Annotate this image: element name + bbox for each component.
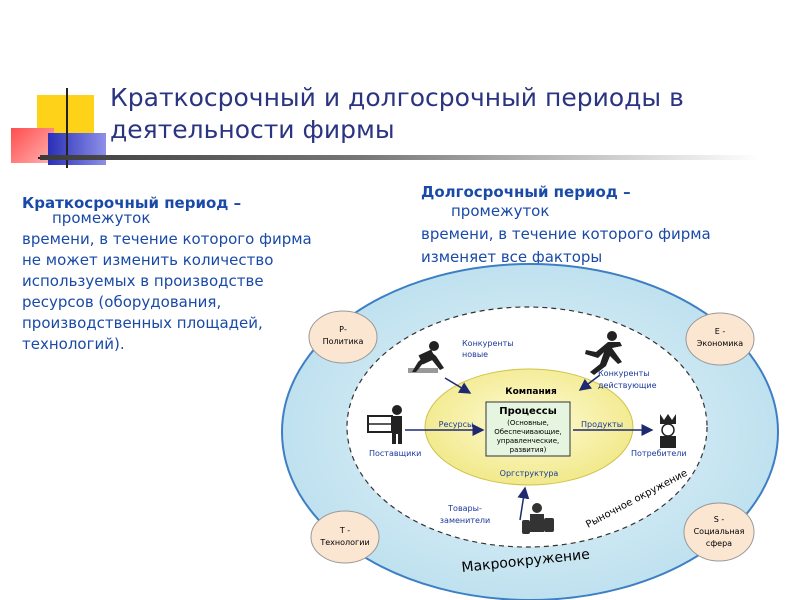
current-competitor-icon (585, 331, 622, 375)
company-label: Компания (505, 387, 557, 397)
processes-line: управленческие, (497, 437, 560, 445)
current-competitors-label: Конкуренты (598, 369, 650, 378)
processes-line: Обеспечивающие, (494, 428, 562, 436)
substitutes-label: заменители (440, 516, 490, 525)
new-competitor-icon (408, 341, 444, 373)
arrow-substitutes (517, 486, 530, 521)
s-factor-name: сфера (706, 539, 732, 548)
short-period-line: ресурсов (оборудования, (22, 293, 222, 311)
short-period-text: Краткосрочный период – промежуток времен… (22, 193, 372, 355)
long-period-line: времени, в течение которого фирма (421, 225, 711, 243)
short-period-line: не может изменить количество (22, 251, 274, 269)
long-period-line1: промежуток (451, 202, 550, 220)
consumers-label: Потребители (631, 449, 687, 458)
processes-title: Процессы (499, 406, 557, 417)
p-factor-circle: Р- Политика (308, 310, 378, 364)
supplier-icon (367, 405, 402, 444)
new-competitors-label: новые (462, 350, 488, 359)
processes-box (485, 401, 571, 457)
long-period-line: изменяет все факторы (421, 248, 603, 266)
resources-label: Ресурсы (439, 420, 474, 429)
arrow-current-competitors (578, 374, 601, 391)
decor-vertical-line (66, 88, 68, 168)
short-period-line: производственных площадей, (22, 314, 263, 332)
short-period-line: используемых в производстве (22, 272, 264, 290)
p-factor-name: Политика (323, 337, 364, 346)
short-period-line: времени, в течение которого фирма (22, 230, 312, 248)
e-factor-circle: Е - Экономика (685, 312, 755, 366)
s-factor-code: S - (714, 515, 725, 524)
long-period-text: Долгосрочный период – промежуток времени… (421, 182, 781, 268)
new-competitors-label: Конкуренты (462, 339, 514, 348)
s-factor-circle: S - Социальная сфера (683, 502, 755, 562)
current-competitors-label: действующие (598, 381, 657, 390)
products-label: Продукты (581, 420, 623, 429)
consumer-icon (660, 414, 676, 448)
title-divider (40, 155, 760, 160)
arrow-new-competitors (444, 377, 472, 394)
processes-line: (Основные, (507, 419, 549, 427)
t-factor-code: Т - (339, 526, 350, 535)
s-factor-name: Социальная (694, 527, 745, 536)
short-period-line1: промежуток (52, 209, 151, 227)
t-factor-circle: Т - Технологии (310, 510, 380, 564)
p-factor-code: Р- (339, 325, 347, 334)
t-factor-name: Технологии (319, 538, 369, 547)
processes-line: развития) (510, 446, 547, 454)
substitutes-label: Товары- (447, 504, 482, 513)
substitutes-icon (522, 503, 554, 534)
suppliers-label: Поставщики (369, 449, 421, 458)
page-title: Краткосрочный и долгосрочный периоды в д… (110, 83, 684, 144)
short-period-head: Краткосрочный период – (22, 194, 242, 212)
short-period-line: технологий). (22, 335, 125, 353)
e-factor-code: Е - (715, 327, 726, 336)
long-period-head: Долгосрочный период – (421, 183, 631, 201)
e-factor-name: Экономика (697, 339, 744, 348)
org-structure-label: Оргструктура (500, 469, 559, 478)
